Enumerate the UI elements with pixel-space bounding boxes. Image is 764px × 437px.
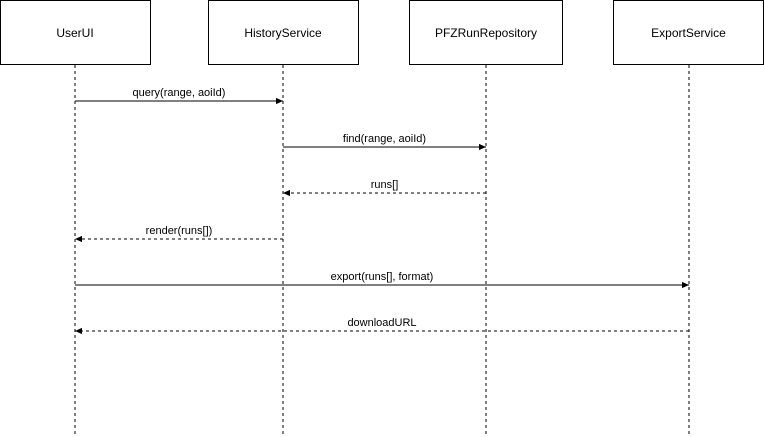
participant-box-user-ui (0, 0, 151, 65)
participant-label-pfz-run-repository: PFZRunRepository (435, 26, 537, 40)
message-label-render: render(runs[]) (146, 225, 213, 237)
message-export: export(runs[], format) (75, 271, 689, 289)
participant-box-export-service (613, 0, 764, 65)
participant-box-history-service (208, 0, 359, 65)
message-label-export: export(runs[], format) (331, 271, 434, 283)
message-download-url: downloadURL (75, 317, 689, 335)
participant-export-service: ExportService (613, 0, 764, 65)
message-label-query: query(range, aoiId) (133, 87, 226, 99)
participant-pfz-run-repository: PFZRunRepository (409, 0, 563, 65)
participant-label-history-service: HistoryService (244, 26, 322, 40)
message-find: find(range, aoiId) (283, 133, 486, 151)
participant-history-service: HistoryService (208, 0, 359, 65)
message-query: query(range, aoiId) (75, 87, 283, 105)
message-render: render(runs[]) (75, 225, 283, 243)
message-label-download-url: downloadURL (347, 317, 416, 329)
participant-box-pfz-run-repository (409, 0, 563, 65)
message-label-find: find(range, aoiId) (343, 133, 426, 145)
participant-label-user-ui: UserUI (56, 26, 93, 40)
participant-user-ui: UserUI (0, 0, 151, 65)
participant-label-export-service: ExportService (651, 26, 726, 40)
message-runs-return: runs[] (283, 179, 486, 197)
lifelines (74, 65, 690, 437)
message-label-runs-return: runs[] (371, 179, 399, 191)
